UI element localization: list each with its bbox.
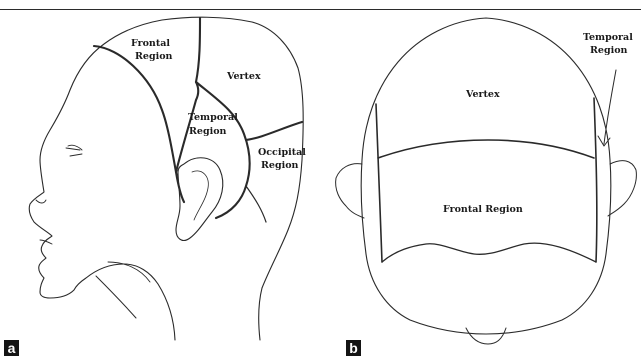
panel-a-tag: a bbox=[4, 340, 19, 356]
neck-stub bbox=[466, 328, 506, 344]
label-temporal-b-2: Region bbox=[590, 45, 628, 56]
vertex-frontal-arc bbox=[378, 140, 594, 158]
ear-inner bbox=[192, 171, 208, 220]
label-occipital-a-2: Region bbox=[261, 160, 299, 171]
temporal-pointer-arrow bbox=[604, 70, 616, 144]
label-temporal-a-2: Region bbox=[189, 126, 227, 137]
left-vertical-divider bbox=[376, 104, 382, 262]
temporal-outer-line bbox=[196, 82, 250, 218]
label-frontal-a-2: Region bbox=[135, 51, 173, 62]
label-vertex-a: Vertex bbox=[226, 71, 261, 82]
label-occipital-a-1: Occipital bbox=[258, 147, 306, 158]
label-temporal-b-1: Temporal bbox=[583, 32, 633, 43]
frontal-boundary-line bbox=[94, 46, 184, 202]
eye bbox=[66, 145, 82, 156]
occipital-divider bbox=[246, 122, 302, 140]
occipital-bottom bbox=[246, 186, 266, 222]
head-back-outline bbox=[361, 18, 611, 334]
label-vertex-b: Vertex bbox=[465, 89, 500, 100]
label-frontal-b: Frontal Region bbox=[443, 204, 523, 215]
label-temporal-a-1: Temporal bbox=[188, 112, 238, 123]
right-vertical-divider bbox=[594, 98, 597, 262]
hairline-bottom bbox=[382, 243, 596, 262]
neck-line bbox=[96, 276, 136, 318]
label-frontal-a-1: Frontal bbox=[131, 38, 170, 49]
panel-b-tag: b bbox=[346, 340, 361, 356]
head-profile-outline bbox=[29, 17, 303, 340]
right-ear bbox=[608, 161, 636, 216]
vertex-frontal-divider bbox=[196, 18, 200, 82]
nostril bbox=[36, 200, 46, 203]
left-ear bbox=[336, 164, 364, 218]
